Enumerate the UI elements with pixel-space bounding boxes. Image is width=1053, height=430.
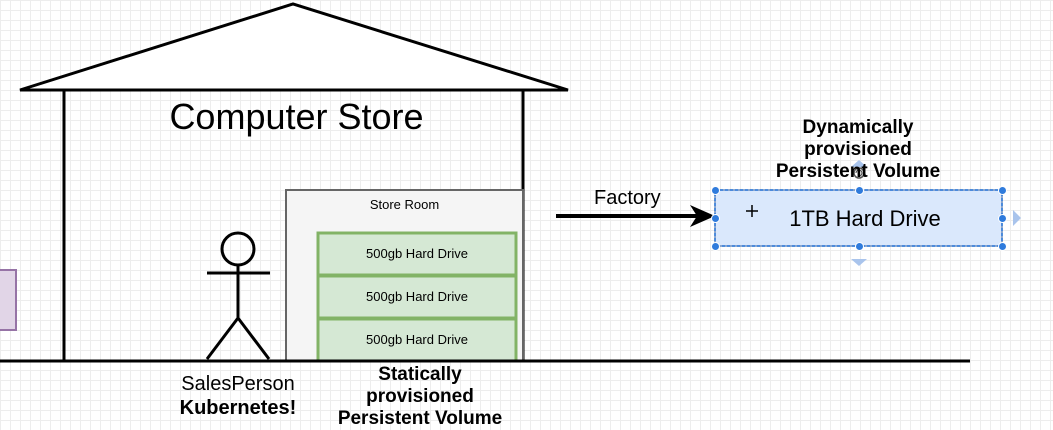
move-cursor-icon [746,205,758,217]
rotate-handle-icon[interactable] [853,167,865,179]
resize-handle-s[interactable] [855,242,864,251]
dynamic-pv-line3: Persistent Volume [775,161,941,182]
salesperson-figure[interactable] [205,231,271,360]
person-name: SalesPerson [181,373,295,395]
resize-handle-ne[interactable] [998,186,1007,195]
dynamic-pv-line1: Dynamically [802,117,914,138]
arrow-right-hint-icon[interactable] [1013,210,1021,226]
resize-handle-w[interactable] [711,214,720,223]
hard-drive-box-1[interactable] [316,231,518,277]
store-title: Computer Store [169,96,424,137]
resize-handle-nw[interactable] [711,186,720,195]
house-roof[interactable] [19,2,569,92]
hard-drive-box-3[interactable] [316,317,518,363]
resize-handle-sw[interactable] [711,242,720,251]
factory-label: Factory [594,187,661,209]
drive-label-2: 500gb Hard Drive [366,289,468,304]
static-pv-line2: provisioned [366,386,474,407]
person-role: Kubernetes! [179,397,297,419]
resize-handle-se[interactable] [998,242,1007,251]
drive-label-1: 500gb Hard Drive [366,246,468,261]
partial-shape-left[interactable] [0,269,17,331]
store-room-label: Store Room [369,197,440,212]
drive-label-3: 500gb Hard Drive [366,332,468,347]
static-pv-line1: Statically [378,364,462,385]
static-pv-line3: Persistent Volume [337,408,503,429]
factory-arrow[interactable] [556,205,715,227]
selected-shape-label: 1TB Hard Drive [789,206,941,231]
resize-handle-n[interactable] [855,186,864,195]
arrow-up-hint-icon[interactable] [851,160,867,167]
dynamic-pv-line2: provisioned [804,139,912,160]
resize-handle-e[interactable] [998,214,1007,223]
arrow-down-hint-icon[interactable] [851,259,867,266]
hard-drive-box-2[interactable] [316,274,518,320]
